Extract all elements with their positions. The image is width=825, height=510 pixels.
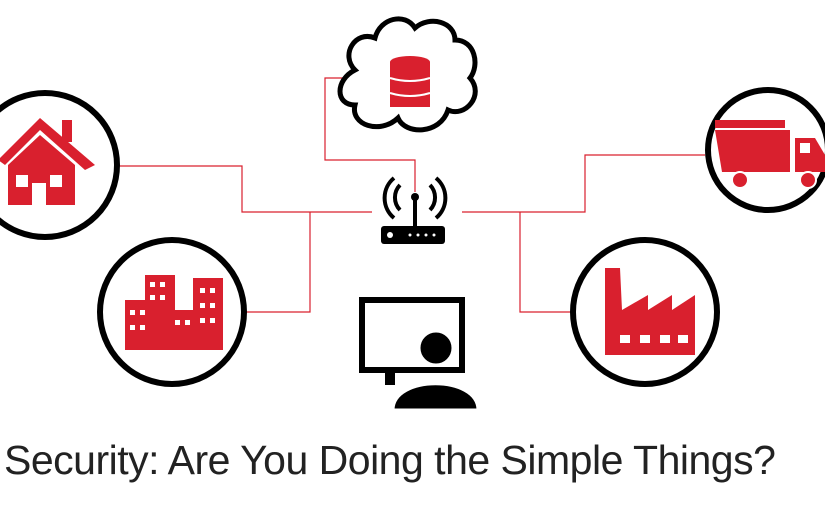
house-icon <box>0 90 120 240</box>
connector-lines <box>118 77 705 313</box>
page-title: Security: Are You Doing the Simple Thing… <box>4 437 776 483</box>
office-buildings-icon <box>97 237 247 387</box>
wifi-router-icon <box>381 176 448 244</box>
factory-icon <box>570 237 720 387</box>
computer-user-icon <box>359 297 480 412</box>
cloud-database-icon <box>337 16 478 133</box>
dump-truck-icon <box>705 87 825 213</box>
